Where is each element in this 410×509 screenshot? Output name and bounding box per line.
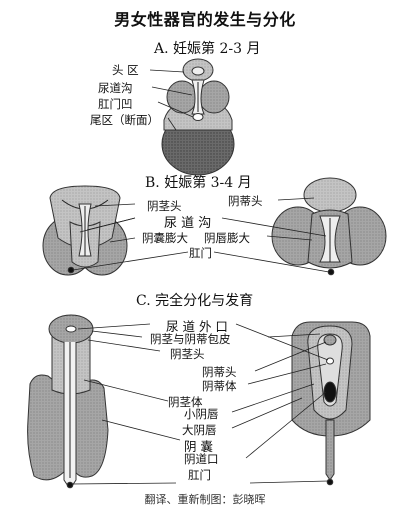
label-tail-region: 尾区（断面） — [90, 113, 159, 127]
embryo-b-male-figure — [42, 185, 128, 276]
label-penis-body: 阴茎体 — [168, 395, 203, 409]
label-glans-clitoris-b: 阴蒂头 — [228, 194, 263, 208]
label-urethral-groove-a: 尿道沟 — [98, 81, 133, 95]
label-labia-minora: 小阴唇 — [184, 407, 219, 421]
label-head-region: 头 区 — [112, 63, 139, 77]
section-c-heading: C. 完全分化与发育 — [136, 293, 254, 309]
page-title: 男女性器官的发生与分化 — [114, 10, 296, 29]
adult-male-figure — [27, 314, 109, 489]
label-urethral-orifice: 尿 道 外 口 — [166, 319, 228, 334]
label-prepuce: 阴茎与阴蒂包皮 — [150, 332, 231, 346]
label-scrotum: 阴 囊 — [184, 439, 213, 454]
embryo-a-figure — [161, 58, 235, 176]
section-b-heading: B. 妊娠第 3-4 月 — [145, 175, 252, 191]
label-glans-clitoris-c: 阴蒂头 — [202, 365, 237, 379]
leader-lines — [71, 69, 330, 485]
credit-line: 翻译、重新制图：彭晓晖 — [144, 493, 266, 506]
label-scrotal-swelling: 阴囊膨大 — [142, 231, 188, 245]
label-urethral-groove-b: 尿 道 沟 — [164, 216, 212, 231]
label-glans-penis-b: 阴茎头 — [147, 199, 182, 213]
section-a-heading: A. 妊娠第 2-3 月 — [154, 41, 261, 57]
embryo-b-female-figure — [271, 177, 387, 276]
label-anus-b: 肛门 — [189, 246, 212, 260]
label-glans-penis-c: 阴茎头 — [170, 347, 205, 361]
label-anal-pit: 肛门凹 — [98, 97, 133, 111]
label-vaginal-orifice: 阴道口 — [184, 452, 219, 466]
label-anus-c: 肛门 — [188, 468, 211, 482]
label-labial-swelling: 阴唇膨大 — [204, 231, 250, 245]
label-labia-majora: 大阴唇 — [182, 423, 217, 437]
label-clitoris-body: 阴蒂体 — [202, 379, 237, 393]
adult-female-figure — [291, 321, 371, 486]
